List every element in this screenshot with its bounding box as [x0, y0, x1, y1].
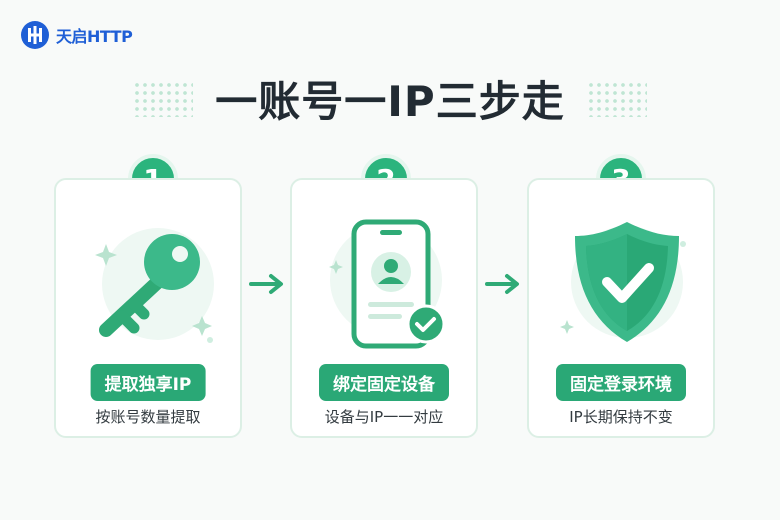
decorative-dots-right — [586, 80, 647, 117]
step-3-label: 固定登录环境 — [556, 364, 686, 401]
arrow-right-icon — [485, 274, 519, 294]
step-card-1: 提取独享IP 按账号数量提取 — [54, 178, 242, 438]
decorative-dots-left — [133, 80, 194, 117]
arrow-right-icon — [249, 274, 283, 294]
brand-logo: 天启HTTP — [20, 20, 133, 50]
brand-logo-icon — [21, 21, 49, 49]
step-2-desc: 设备与IP一一对应 — [324, 408, 444, 426]
page-title: 一账号一IP三步走 — [215, 77, 565, 126]
step-1-desc: 按账号数量提取 — [95, 408, 201, 426]
phone-user-icon — [329, 219, 446, 349]
step-card-3: 固定登录环境 IP长期保持不变 — [527, 178, 715, 438]
step-3-desc: IP长期保持不变 — [569, 408, 673, 426]
step-card-2: 绑定固定设备 设备与IP一一对应 — [290, 178, 478, 438]
title-row: 一账号一IP三步走 — [0, 68, 780, 129]
brand-name: 天启HTTP — [56, 27, 133, 46]
key-icon — [95, 228, 214, 343]
shield-check-icon — [560, 222, 686, 342]
step-2-label: 绑定固定设备 — [319, 364, 449, 401]
step-1-label: 提取独享IP — [90, 364, 206, 401]
